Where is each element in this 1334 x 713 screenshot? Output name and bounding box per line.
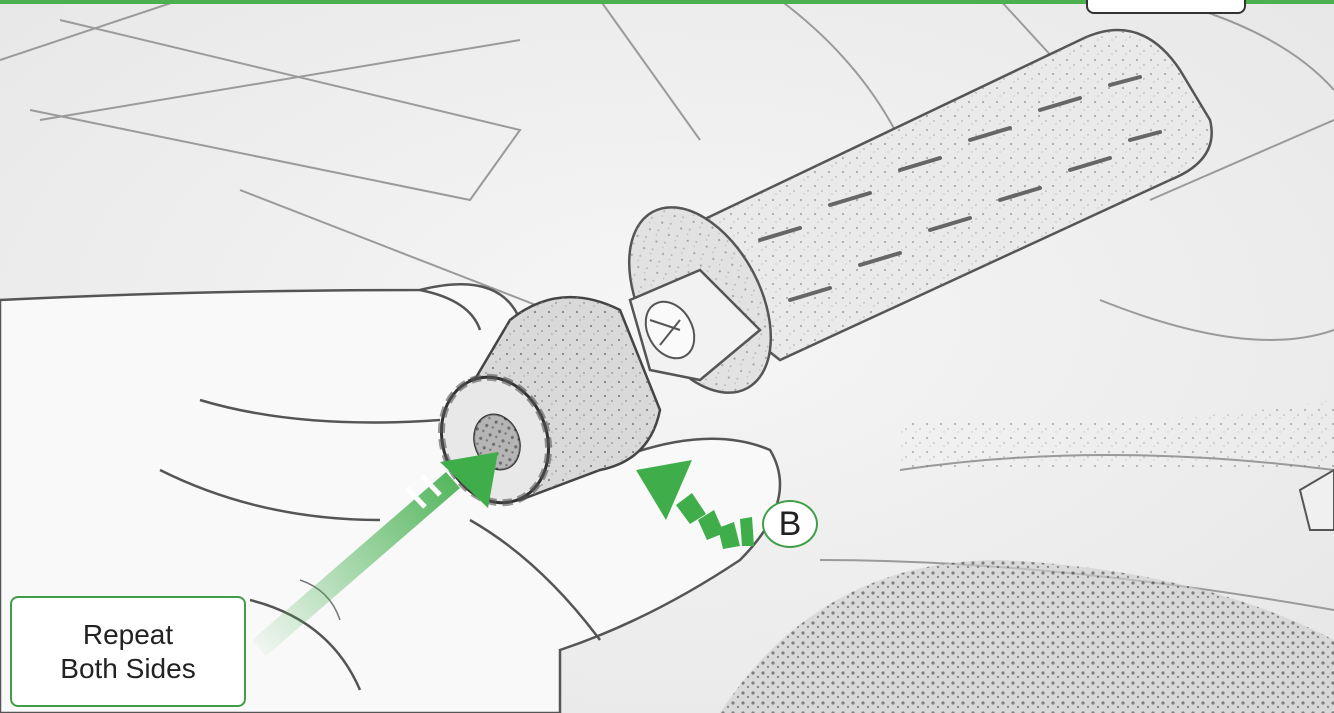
repeat-both-sides-label: Repeat Both Sides [10,596,246,707]
label-line-1: Repeat [83,618,173,652]
callout-letter: B [762,500,818,548]
label-line-2: Both Sides [60,652,195,686]
top-tab [1086,0,1246,14]
